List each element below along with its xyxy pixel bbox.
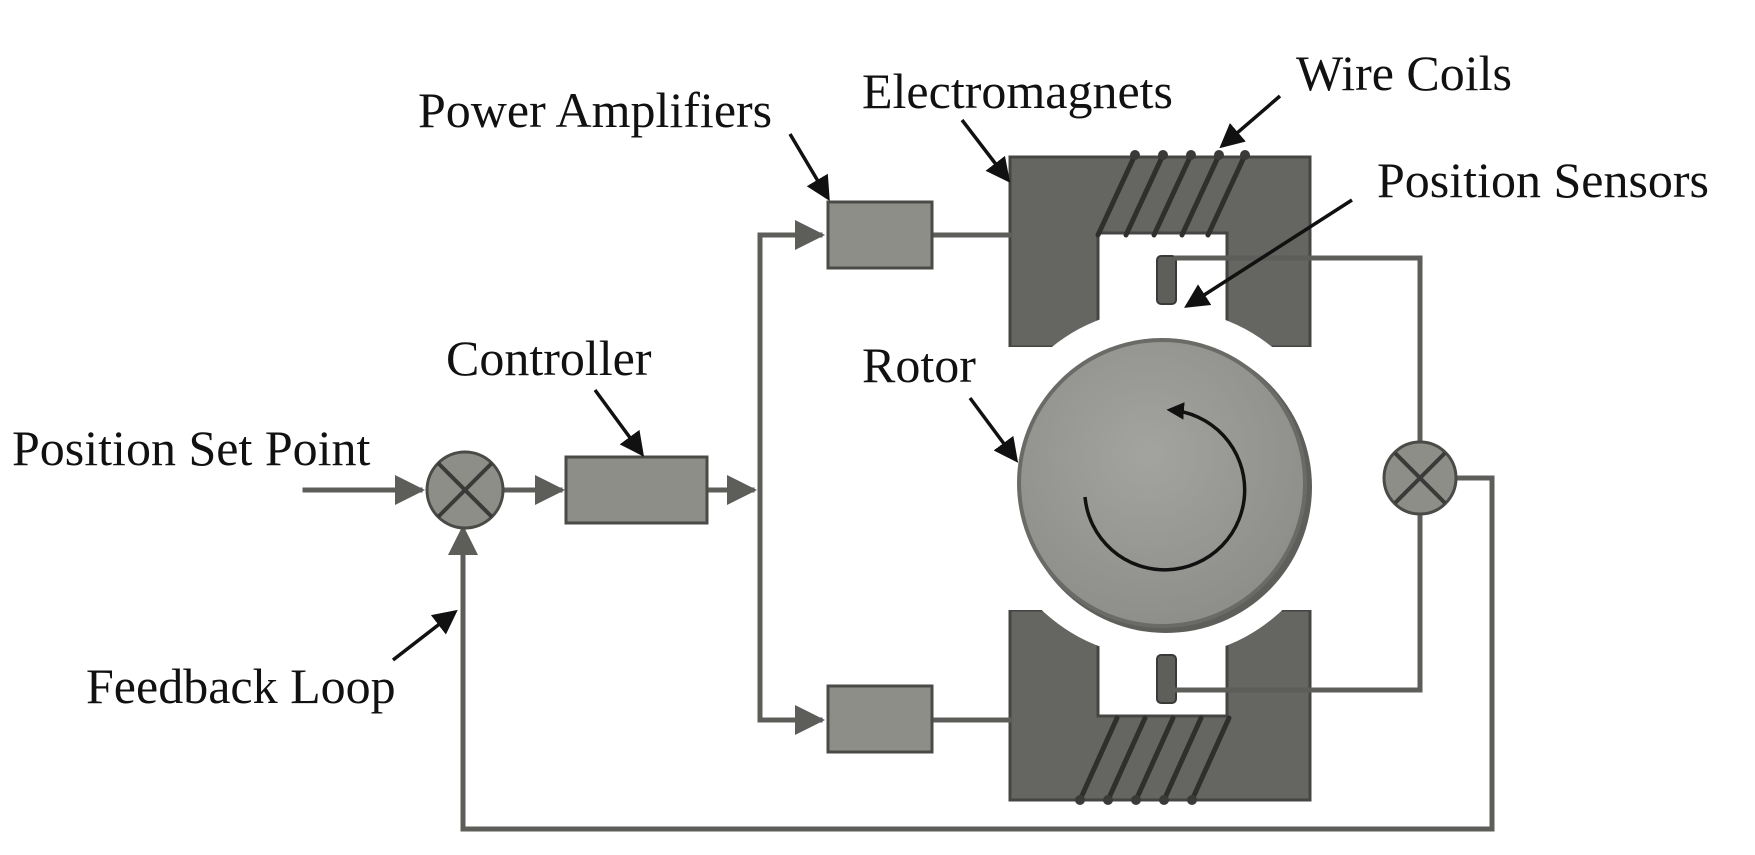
wire-coils-top (1095, 150, 1250, 238)
label-pointers (391, 94, 1353, 662)
rotor (1017, 338, 1312, 633)
electromagnets-label: Electromagnets (862, 63, 1173, 119)
power-amplifier-top (826, 200, 934, 270)
position-sensor-bottom (1156, 654, 1177, 704)
wire-coils-bottom (1075, 715, 1232, 805)
controller-block (564, 455, 709, 525)
rotation-arrow-icon (1083, 402, 1247, 572)
feedback-loop-label: Feedback Loop (86, 658, 396, 714)
wire-coils-label: Wire Coils (1296, 45, 1512, 101)
summing-junction-sensor (1382, 440, 1458, 516)
position-sensors-label: Position Sensors (1377, 152, 1709, 208)
rotor-label: Rotor (862, 337, 976, 393)
signal-wires (302, 220, 1495, 832)
position-set-point-label: Position Set Point (12, 420, 371, 476)
power-amplifiers-label: Power Amplifiers (418, 82, 772, 138)
controller-label: Controller (446, 330, 652, 386)
position-sensor-top (1156, 255, 1177, 305)
power-amplifier-bottom (826, 684, 934, 754)
summing-junction-input (425, 450, 505, 530)
